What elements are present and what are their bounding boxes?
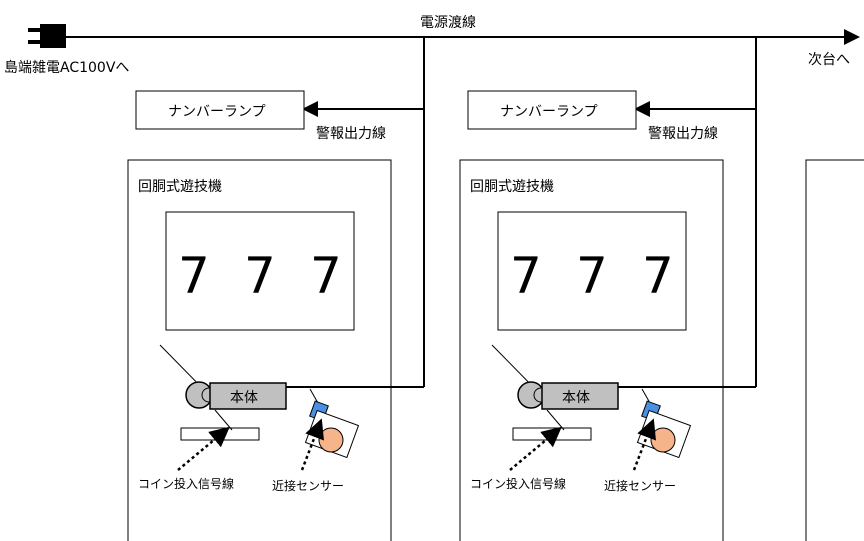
unit2-body-box — [541, 382, 619, 410]
unit1-sensor-arrow — [300, 418, 324, 471]
unit1-alarm-label: 警報出力線 — [316, 126, 386, 142]
unit3-machine-partial — [805, 159, 864, 541]
power-plug-icon — [28, 24, 66, 48]
unit1-reel-window — [165, 211, 355, 331]
unit1-number-lamp-label: ナンバーランプ — [168, 104, 266, 120]
unit2-reel-window — [497, 211, 687, 331]
unit2-machine-title: 回胴式遊技機 — [470, 179, 554, 195]
unit2-coin-signal-label: コイン投入信号線 — [470, 476, 566, 491]
unit1-body-label: 本体 — [230, 390, 258, 406]
unit2-reel-1: 7 — [510, 247, 542, 305]
unit2-sensor-wire — [641, 388, 651, 404]
next-unit-label: 次台へ — [808, 52, 850, 68]
unit2-number-lamp-label: ナンバーランプ — [500, 104, 598, 120]
unit2-alarm-label: 警報出力線 — [648, 126, 718, 142]
unit1-sensor-wire — [309, 388, 319, 404]
power-line-label: 電源渡線 — [420, 15, 476, 31]
unit1-number-lamp — [135, 90, 305, 130]
unit2-sensor-label: 近接センサー — [604, 478, 676, 493]
unit1-coin-signal-arrow — [177, 426, 230, 471]
unit2-body-label: 本体 — [562, 390, 590, 406]
power-source-label: 島端雑電AC100Vへ — [4, 60, 129, 76]
unit1-reel-3: 7 — [310, 247, 342, 305]
unit2-reel-2: 7 — [576, 247, 608, 305]
unit1-reel-1: 7 — [178, 247, 210, 305]
unit1-coin-path — [214, 409, 233, 431]
unit2-reel-3: 7 — [642, 247, 674, 305]
unit1-coin-signal-label: コイン投入信号線 — [138, 476, 234, 491]
unit2-sensor-arrow — [632, 418, 656, 471]
unit2-coin-signal-arrow — [509, 426, 562, 471]
unit1-reel-2: 7 — [244, 247, 276, 305]
unit1-body-box — [209, 382, 287, 410]
unit-1: 警報出力線 ナンバーランプ 回胴式遊技機 7 7 7 本体 コイン投入信号線 近… — [127, 37, 425, 541]
unit-2: 警報出力線 ナンバーランプ 回胴式遊技機 7 7 7 本体 コイン投入信号線 近… — [459, 37, 757, 541]
unit1-machine-title: 回胴式遊技機 — [138, 179, 222, 195]
unit2-coin-path — [546, 409, 565, 431]
unit1-coin-selector-icon — [185, 381, 213, 409]
unit2-player-icon — [650, 427, 676, 453]
unit1-sensor-label: 近接センサー — [272, 478, 344, 493]
unit2-number-lamp — [467, 90, 637, 130]
unit1-player-icon — [318, 427, 344, 453]
unit2-coin-selector-icon — [517, 381, 545, 409]
